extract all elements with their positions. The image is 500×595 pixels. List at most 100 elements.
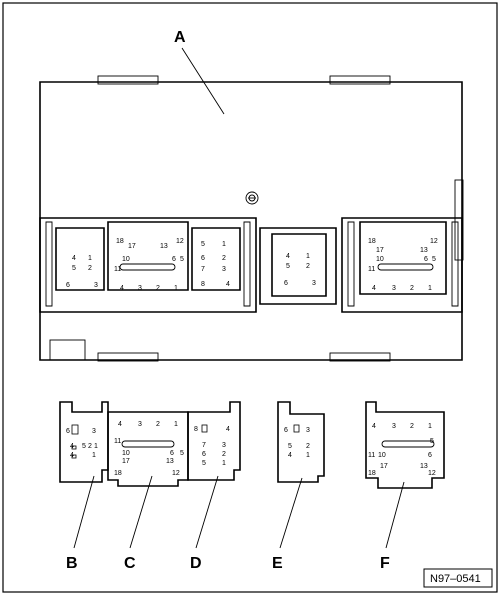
- leader-e: [279, 477, 303, 549]
- e-pin: 5: [288, 443, 292, 450]
- d-pin: 7: [202, 442, 206, 449]
- top-b-pin: 2: [88, 265, 92, 272]
- label-b: B: [66, 555, 78, 572]
- connector-c: 4 3 2 1 11 10 6 5 17 13 18 12: [107, 411, 189, 487]
- f-pin: 1: [428, 423, 432, 430]
- top-d-pin: 1: [222, 241, 226, 248]
- top-b-pin: 5: [72, 265, 76, 272]
- top-f-pin: 6: [424, 256, 428, 263]
- c-pin: 13: [166, 458, 174, 465]
- top-f-pin: 17: [376, 247, 384, 254]
- top-left-pin: 1: [174, 285, 178, 292]
- top-left-pin: 17: [128, 243, 136, 250]
- d-pin: 5: [202, 460, 206, 467]
- f-pin: 17: [380, 463, 388, 470]
- c-pin: 10: [122, 450, 130, 457]
- reference-code: N97–0541: [430, 573, 481, 585]
- label-c: C: [124, 555, 136, 572]
- top-left-pin: 4: [120, 285, 124, 292]
- e-pin: 6: [284, 427, 288, 434]
- top-b-pin: 4: [72, 255, 76, 262]
- leader-d: [195, 475, 219, 549]
- top-f-pin: 1: [428, 285, 432, 292]
- top-e-pin: 5: [286, 263, 290, 270]
- top-left-pin: 10: [122, 256, 130, 263]
- b-pin: 3: [92, 428, 96, 435]
- f-pin: 3: [392, 423, 396, 430]
- f-pin: 13: [420, 463, 428, 470]
- f-pin: 11: [368, 452, 375, 459]
- top-f-pin: 12: [430, 238, 438, 245]
- top-left-pin: 5: [180, 256, 184, 263]
- top-e-pin: 3: [312, 280, 316, 287]
- c-pin: 17: [122, 458, 130, 465]
- top-d-pin: 5: [201, 241, 205, 248]
- top-f-pin: 2: [410, 285, 414, 292]
- top-d-pin: 6: [201, 255, 205, 262]
- f-pin: 5: [430, 438, 434, 445]
- top-left-pin: 2: [156, 285, 160, 292]
- b-pin: 1: [92, 452, 96, 459]
- f-pin: 18: [368, 470, 376, 477]
- top-f-pin: 11: [368, 266, 375, 273]
- top-d-pin: 7: [201, 266, 205, 273]
- top-d-pin: 8: [201, 281, 205, 288]
- f-pin: 12: [428, 470, 436, 477]
- top-left-pin: 11: [114, 266, 121, 273]
- connector-d: 8 4 7 3 6 2 5 1: [187, 401, 241, 481]
- d-pin: 2: [222, 451, 226, 458]
- c-pin: 2: [156, 421, 160, 428]
- b-pin: 2: [88, 443, 92, 450]
- top-connector-middle: 4 1 5 2 6 3: [259, 227, 337, 305]
- b-pin: 4: [70, 452, 74, 459]
- top-left-pin: 12: [176, 238, 184, 245]
- label-f: F: [380, 555, 390, 572]
- e-pin: 3: [306, 427, 310, 434]
- c-pin: 5: [180, 450, 184, 457]
- c-pin: 6: [170, 450, 174, 457]
- top-d-pin: 4: [226, 281, 230, 288]
- top-left-pin: 18: [116, 238, 124, 245]
- top-b-pin: 6: [66, 282, 70, 289]
- b-pin: 4: [70, 443, 74, 450]
- top-left-pin: 13: [160, 243, 168, 250]
- label-d: D: [190, 555, 202, 572]
- c-pin: 12: [172, 470, 180, 477]
- leader-a: [181, 47, 225, 115]
- c-pin: 18: [114, 470, 122, 477]
- top-e-pin: 2: [306, 263, 310, 270]
- f-pin: 2: [410, 423, 414, 430]
- top-left-pin: 3: [138, 285, 142, 292]
- reference-box: [423, 568, 493, 588]
- top-connector-left: 18 17 13 12 10 6 5 11 4 3 2 1 4 1 5 2 6 …: [39, 217, 257, 313]
- connector-f: 4 3 2 1 5 11 10 6 17 13 18 12: [365, 401, 445, 489]
- leader-b: [73, 475, 95, 549]
- top-f-pin: 10: [376, 256, 384, 263]
- top-f-pin: 5: [432, 256, 436, 263]
- e-pin: 2: [306, 443, 310, 450]
- c-pin: 4: [118, 421, 122, 428]
- f-pin: 10: [378, 452, 386, 459]
- top-d-pin: 2: [222, 255, 226, 262]
- top-e-pin: 1: [306, 253, 310, 260]
- e-pin: 4: [288, 452, 292, 459]
- label-a: A: [174, 29, 186, 46]
- top-b-pin: 3: [94, 282, 98, 289]
- top-f-pin: 4: [372, 285, 376, 292]
- c-pin: 11: [114, 438, 121, 445]
- top-b-pin: 1: [88, 255, 92, 262]
- top-e-pin: 4: [286, 253, 290, 260]
- top-e-pin: 6: [284, 280, 288, 287]
- c-pin: 3: [138, 421, 142, 428]
- b-pin: 6: [66, 428, 70, 435]
- b-pin: 5: [82, 443, 86, 450]
- d-pin: 8: [194, 426, 198, 433]
- top-d-pin: 3: [222, 266, 226, 273]
- top-left-pin: 6: [172, 256, 176, 263]
- top-f-pin: 3: [392, 285, 396, 292]
- d-pin: 1: [222, 460, 226, 467]
- e-pin: 1: [306, 452, 310, 459]
- connector-b: 6 3 4 5 1 2 4 1: [59, 401, 109, 483]
- top-f-pin: 18: [368, 238, 376, 245]
